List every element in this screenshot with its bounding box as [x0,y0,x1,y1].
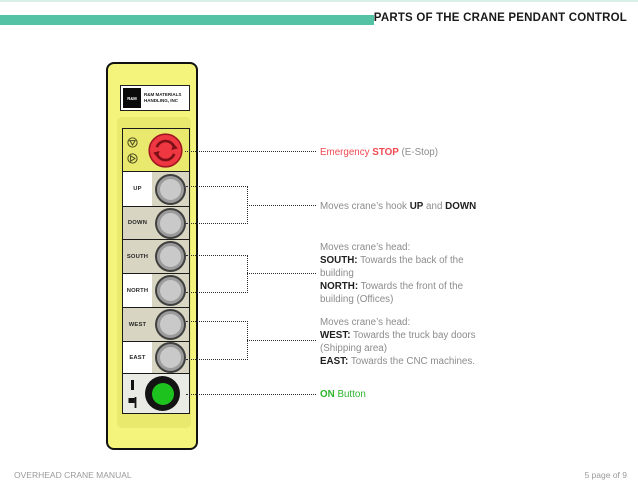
callout-line-updown [247,205,316,206]
callout-line-up [186,186,248,187]
north-button [157,277,184,304]
annotation-hook: Moves crane’s hook UP and DOWN [320,201,477,212]
annotation-south-north: Moves crane’s head: SOUTH: Towards the b… [320,242,464,305]
west-button-cell [152,308,189,341]
down-button [157,209,184,237]
reset-direction-icon [126,152,138,164]
power-on-bar-icon [131,380,134,390]
up-label: UP [123,172,152,206]
north-button-cell [152,274,189,307]
brand-company-text: R&M MATERIALS HANDLING, INC [144,92,182,103]
east-label: EAST [123,342,152,373]
header-accent-bar [0,15,374,25]
top-edge-strip [0,0,638,2]
annotation-on: ON Button [320,389,366,400]
callout-line-south [186,255,248,256]
callout-line-north [186,292,248,293]
emergency-stop-button [147,132,183,168]
up-button-cell [152,172,189,206]
callout-line-westeast [247,340,316,341]
footer-page-number: 5 page of 9 [584,470,627,480]
on-button [145,376,180,411]
south-label: SOUTH [123,240,152,273]
callout-line-down [186,223,248,224]
row-up: UP [123,172,189,207]
estop-icon-column [123,136,141,164]
east-button-cell [152,342,189,373]
south-button-cell [152,240,189,273]
east-button [157,344,184,371]
up-button [157,175,184,203]
on-button-core [151,382,174,405]
callout-line-east [186,359,248,360]
north-label: NORTH [123,274,152,307]
down-label: DOWN [123,207,152,239]
annotation-west-east: Moves crane’s head: WEST: Towards the tr… [320,317,476,367]
row-west: WEST [123,308,189,342]
brand-logo: R&M [123,88,141,108]
estop-button-cell [141,132,189,168]
callout-line-on [186,394,316,395]
footer-document-title: OVERHEAD CRANE MANUAL [14,470,132,480]
callout-line-southnorth [247,273,316,274]
row-east: EAST [123,342,189,374]
row-south: SOUTH [123,240,189,274]
annotation-estop: Emergency STOP (E-Stop) [320,147,439,158]
page-title: PARTS OF THE CRANE PENDANT CONTROL [373,12,627,24]
callout-line-estop [185,151,316,152]
row-down: DOWN [123,207,189,240]
estop-row [123,129,189,172]
release-twist-icon [126,136,138,148]
down-button-cell [152,207,189,239]
row-on [123,374,189,413]
row-north: NORTH [123,274,189,308]
west-button [157,311,184,338]
start-flag-icon [128,397,137,408]
pendant-button-column: UP DOWN SOUTH NORTH WEST EAST [122,128,190,414]
brand-label: R&M R&M MATERIALS HANDLING, INC [120,85,190,111]
callout-bracket-southnorth [247,255,248,293]
callout-line-west [186,321,248,322]
south-button [157,243,184,270]
west-label: WEST [123,308,152,341]
